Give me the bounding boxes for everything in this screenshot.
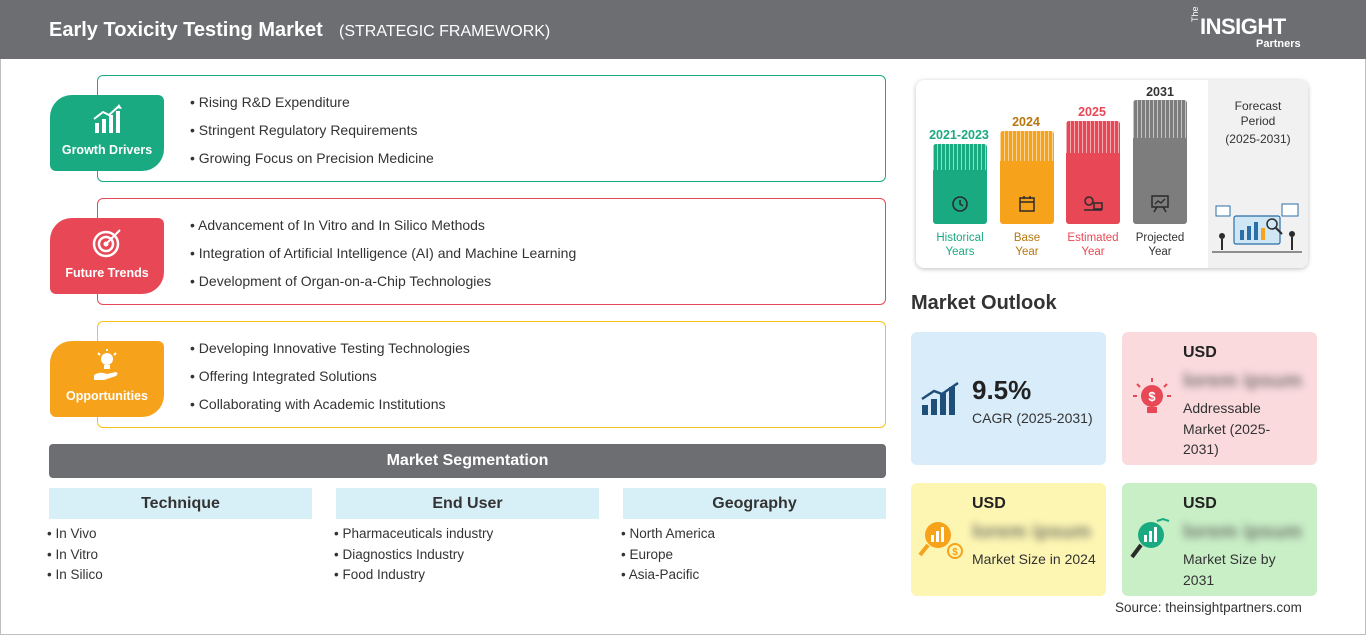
growth-driver-item: Growing Focus on Precision Medicine	[190, 150, 434, 178]
addressable-currency: USD	[1183, 344, 1217, 361]
segment-geography: Geography North America Europe Asia-Paci…	[623, 488, 886, 588]
segment-item: Food Industry	[334, 567, 599, 588]
segment-item: In Silico	[47, 567, 312, 588]
forecast-period-label: Forecast Period (2025-2031)	[1225, 99, 1291, 146]
future-trend-item: Integration of Artificial Intelligence (…	[190, 245, 576, 273]
timeline-bar-projected	[1133, 100, 1187, 224]
growth-drivers-label: Growth Drivers	[61, 143, 153, 157]
addressable-value: lorem ipsum	[1183, 370, 1302, 392]
opportunity-item: Collaborating with Academic Institutions	[190, 396, 470, 424]
logo-the: The	[1190, 6, 1200, 22]
size-2024-label: Market Size in 2024	[972, 551, 1096, 567]
growth-chart-icon	[921, 381, 959, 415]
magnifier-chart-icon	[1130, 517, 1170, 559]
calendar-icon	[1019, 196, 1035, 212]
size-2031-currency: USD	[1183, 495, 1217, 512]
market-size-2031-card: USD lorem ipsum Market Size by 2031	[1122, 483, 1317, 596]
source-credit: Source: theinsightpartners.com	[1115, 600, 1302, 615]
market-outlook-title: Market Outlook	[911, 292, 1057, 314]
future-trends-badge: Future Trends	[50, 218, 164, 294]
segment-heading: Technique	[49, 488, 312, 519]
size-2024-currency: USD	[972, 495, 1006, 512]
growth-drivers-badge: Growth Drivers	[50, 95, 164, 171]
segment-item: In Vitro	[47, 547, 312, 568]
timeline-bar-base	[1000, 131, 1054, 224]
growth-chart-icon	[93, 104, 122, 133]
history-icon	[952, 196, 968, 212]
analytics-people-icon	[1212, 203, 1302, 253]
segment-item: North America	[621, 526, 886, 547]
segment-technique: Technique In Vivo In Vitro In Silico	[49, 488, 312, 588]
cagr-card: 9.5% CAGR (2025-2031)	[911, 332, 1106, 465]
future-trends-box: Advancement of In Vitro and In Silico Me…	[97, 198, 886, 305]
future-trends-label: Future Trends	[65, 266, 149, 280]
estimate-icon	[1084, 196, 1103, 211]
logo-partners: Partners	[1256, 38, 1301, 50]
segment-item: Pharmaceuticals industry	[334, 526, 599, 547]
timeline-year: 2024	[1012, 115, 1040, 129]
page-subtitle: (STRATEGIC FRAMEWORK)	[339, 23, 551, 40]
growth-drivers-box: Rising R&D Expenditure Stringent Regulat…	[97, 75, 886, 182]
segment-heading: End User	[336, 488, 599, 519]
size-2031-label: Market Size by 2031	[1183, 551, 1276, 588]
cagr-value: 9.5%	[972, 375, 1032, 405]
segment-item: Asia-Pacific	[621, 567, 886, 588]
svg-text:$: $	[1148, 389, 1156, 404]
timeline-bar-historical	[933, 144, 987, 224]
header-bar: Early Toxicity Testing Market (STRATEGIC…	[0, 0, 1366, 59]
segment-item: In Vivo	[47, 526, 312, 547]
logo-brand: INSIGHT	[1200, 14, 1286, 39]
timeline-year: 2025	[1078, 105, 1106, 119]
size-2024-value: lorem ipsum	[972, 521, 1091, 543]
opportunity-item: Developing Innovative Testing Technologi…	[190, 340, 470, 368]
timeline-year: 2021-2023	[929, 128, 989, 142]
idea-dollar-icon: $	[1133, 378, 1171, 413]
target-icon	[92, 229, 121, 258]
timeline-year: 2031	[1146, 85, 1174, 99]
segment-end-user: End User Pharmaceuticals industry Diagno…	[336, 488, 599, 588]
opportunity-item: Offering Integrated Solutions	[190, 368, 470, 396]
idea-hand-icon	[94, 349, 118, 380]
page-title: Early Toxicity Testing Market	[49, 19, 323, 41]
opportunities-box: Developing Innovative Testing Technologi…	[97, 321, 886, 428]
segmentation-title: Market Segmentation	[49, 444, 886, 478]
opportunities-label: Opportunities	[66, 389, 148, 403]
projection-board-icon	[1151, 195, 1169, 213]
insight-partners-logo: The INSIGHT Partners	[1190, 6, 1310, 54]
segment-heading: Geography	[623, 488, 886, 519]
addressable-label: Addressable Market (2025-2031)	[1183, 400, 1271, 457]
opportunities-badge: Opportunities	[50, 341, 164, 417]
market-size-2024-card: $ USD lorem ipsum Market Size in 2024	[911, 483, 1106, 596]
svg-text:$: $	[952, 547, 958, 558]
growth-driver-item: Stringent Regulatory Requirements	[190, 122, 434, 150]
timeline-bar-estimated	[1066, 121, 1120, 224]
growth-driver-item: Rising R&D Expenditure	[190, 94, 434, 122]
segment-item: Europe	[621, 547, 886, 568]
size-2031-value: lorem ipsum	[1183, 521, 1302, 543]
future-trend-item: Advancement of In Vitro and In Silico Me…	[190, 217, 576, 245]
magnifier-chart-icon: $	[918, 522, 963, 559]
segment-item: Diagnostics Industry	[334, 547, 599, 568]
addressable-market-card: $ USD lorem ipsum Addressable Market (20…	[1122, 332, 1317, 465]
cagr-label: CAGR (2025-2031)	[972, 410, 1093, 426]
future-trend-item: Development of Organ-on-a-Chip Technolog…	[190, 273, 576, 301]
